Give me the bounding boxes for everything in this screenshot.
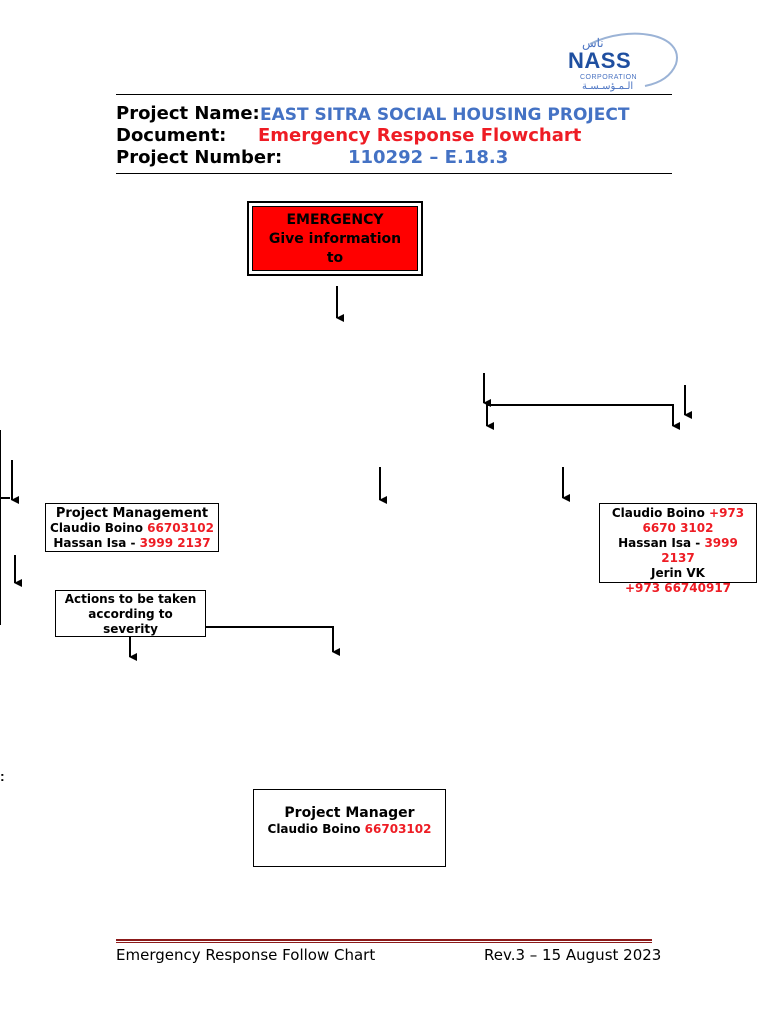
right-contact-2-phone: 3999 2137 (661, 536, 738, 565)
split-bracket-actions (129, 626, 334, 655)
project-number-label: Project Number: (116, 147, 283, 168)
actions-line1: Actions to be taken (64, 592, 197, 606)
emergency-line3: to (326, 250, 344, 266)
right-contact-2: Hassan Isa - 3999 2137 (600, 536, 756, 566)
right-contact-2-name: Hassan Isa - (618, 536, 705, 550)
project-management-box: Project Management Claudio Boino 6670310… (45, 503, 219, 552)
footer-title: Emergency Response Follow Chart (116, 946, 376, 964)
right-contact-1-name: Claudio Boino (611, 506, 710, 520)
project-name-label: Project Name: (116, 103, 260, 124)
header-bottom-rule (116, 173, 672, 174)
pm-box-title: Project Management (55, 506, 209, 521)
footer-rule-thick (116, 939, 652, 941)
footer-revision: Rev.3 – 15 August 2023 (484, 946, 662, 964)
actions-line3: severity (103, 622, 158, 636)
logo-arabic-subtitle: الـمـؤسـسـة (582, 81, 634, 92)
pm-contact-2-phone: 3999 2137 (139, 536, 211, 550)
pm-contact-2: Hassan Isa - 3999 2137 (46, 536, 218, 551)
right-contact-1-phone-prefix: +973 (709, 506, 745, 520)
pm-contact-1: Claudio Boino 66703102 (46, 521, 218, 536)
actions-line2: according to (88, 607, 173, 621)
document-label: Document: (116, 125, 227, 146)
right-contacts-box: Claudio Boino +973 6670 3102 Hassan Isa … (599, 503, 757, 595)
actions-box: Actions to be taken according to severit… (55, 590, 206, 637)
project-name-value: EAST SITRA SOCIAL HOUSING PROJECT (260, 105, 630, 125)
right-contact-3-phone: +973 66740917 (624, 581, 732, 595)
split-bracket-right (486, 404, 674, 426)
logo-subtitle: CORPORATION (580, 74, 638, 81)
pm-contact-1-phone: 66703102 (147, 521, 214, 535)
manager-name: Claudio Boino (267, 822, 365, 836)
logo-arabic-name: ناس (582, 36, 604, 50)
project-manager-box: Project Manager Claudio Boino 66703102 (253, 789, 446, 867)
manager-box-title: Project Manager (284, 805, 415, 821)
pm-contact-2-name: Hassan Isa - (53, 536, 140, 550)
right-contact-3-name: Jerin VK (651, 566, 705, 580)
right-contact-1-phone: 6670 3102 (642, 521, 714, 535)
right-contact-1: Claudio Boino +973 (600, 506, 756, 521)
footer-rule-thin (116, 942, 652, 943)
emergency-title: EMERGENCY (286, 212, 384, 228)
pm-contact-1-name: Claudio Boino (50, 521, 148, 535)
logo-swoosh-icon (589, 32, 678, 87)
header-top-rule (116, 94, 672, 95)
emergency-box: EMERGENCY Give information to (247, 201, 423, 276)
emergency-box-fill: EMERGENCY Give information to (252, 206, 418, 271)
stray-mark: : (0, 768, 5, 784)
nass-logo: ناس NASS CORPORATION الـمـؤسـسـة (560, 24, 682, 96)
document-value: Emergency Response Flowchart (258, 125, 582, 146)
project-number-value: 110292 – E.18.3 (348, 147, 509, 168)
manager-phone: 66703102 (364, 822, 432, 836)
manager-contact: Claudio Boino 66703102 (254, 822, 445, 837)
logo-wordmark: NASS (568, 48, 632, 73)
emergency-line2: Give information (268, 231, 402, 247)
